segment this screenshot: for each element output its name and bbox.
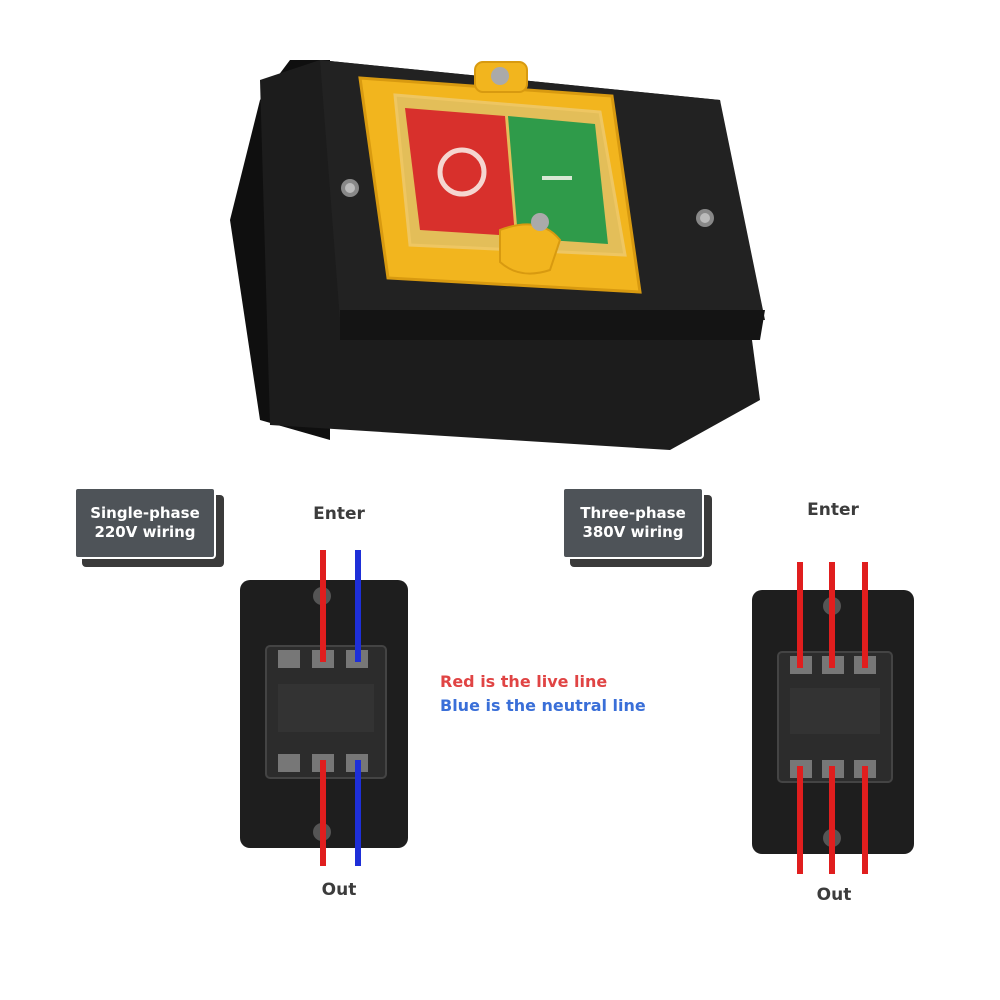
- tab-screw-top-icon: [491, 67, 509, 85]
- three-phase-out-label: Out: [816, 885, 852, 905]
- single-neutral-wire-in: [355, 550, 361, 662]
- three-live-wire-in-3: [862, 562, 868, 668]
- contact-label-area: [278, 684, 374, 732]
- single-phase-diagram: [236, 546, 412, 870]
- three-live-wire-in-1: [797, 562, 803, 668]
- legend-neutral-text: Blue is the neutral line: [440, 696, 646, 715]
- three-phase-badge: Three-phase 380V wiring: [562, 487, 712, 567]
- contact-label-area: [790, 688, 880, 734]
- single-phase-badge-line1: Single-phase: [90, 504, 200, 522]
- single-phase-out-label: Out: [321, 880, 357, 900]
- on-symbol-icon: [542, 176, 572, 180]
- three-live-wire-in-2: [829, 562, 835, 668]
- single-phase-enter-label: Enter: [313, 504, 365, 524]
- off-symbol-icon: [437, 147, 487, 197]
- three-live-wire-out-2: [829, 766, 835, 874]
- three-live-wire-out-1: [797, 766, 803, 874]
- wire-legend: Red is the live line Blue is the neutral…: [440, 670, 646, 718]
- tab-screw-bottom-icon: [531, 213, 549, 231]
- single-phase-badge-line2: 220V wiring: [94, 523, 196, 541]
- three-phase-diagram: [750, 560, 916, 876]
- three-phase-enter-label: Enter: [807, 500, 859, 520]
- frame-tab-bottom: [499, 223, 562, 275]
- single-phase-badge: Single-phase 220V wiring: [74, 487, 224, 567]
- three-phase-badge-line2: 380V wiring: [582, 523, 684, 541]
- legend-live-text: Red is the live line: [440, 672, 608, 691]
- three-live-wire-out-3: [862, 766, 868, 874]
- product-image: [200, 40, 800, 460]
- three-phase-badge-line1: Three-phase: [580, 504, 686, 522]
- single-live-wire-out: [320, 760, 326, 866]
- single-live-wire-in: [320, 550, 326, 662]
- housing-edge: [340, 310, 765, 340]
- single-neutral-wire-out: [355, 760, 361, 866]
- off-button-red: [405, 108, 515, 236]
